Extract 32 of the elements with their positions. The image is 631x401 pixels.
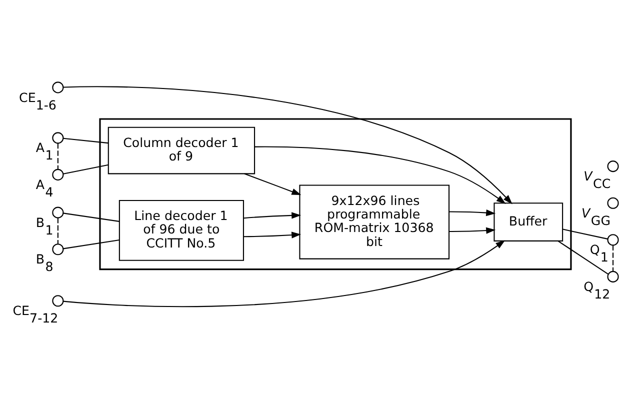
connector	[562, 228, 608, 239]
arrow	[449, 226, 496, 234]
arrow	[244, 172, 302, 194]
connector	[63, 164, 108, 174]
node-circle	[52, 168, 64, 180]
node-circle	[52, 294, 64, 306]
connector	[558, 240, 608, 274]
node-circle	[52, 132, 64, 144]
node-box: Line decoder 1 of 96 due to CCITT No.5	[118, 199, 244, 260]
arrow	[244, 212, 302, 218]
node-circle	[607, 270, 619, 282]
node-circle	[607, 160, 619, 172]
node-circle	[52, 243, 64, 255]
arrow	[254, 146, 506, 204]
arrow	[63, 240, 506, 307]
node-circle	[52, 81, 64, 93]
arrow	[64, 86, 512, 204]
node-box: Buffer	[494, 202, 564, 241]
connector	[63, 212, 120, 222]
connector	[612, 244, 614, 271]
node-circle	[52, 206, 64, 218]
cluster	[99, 118, 572, 270]
node-circle	[607, 196, 619, 208]
node-circle	[607, 234, 619, 246]
node-box: Column decoder 1 of 9	[108, 126, 256, 174]
arrow	[449, 208, 496, 216]
node-box: 9x12x96 lines programmable ROM-matrix 10368 bit	[299, 184, 450, 259]
connector	[57, 217, 58, 244]
connector	[57, 142, 58, 169]
arrow	[244, 231, 302, 238]
connector	[63, 238, 120, 249]
connector	[63, 137, 108, 144]
